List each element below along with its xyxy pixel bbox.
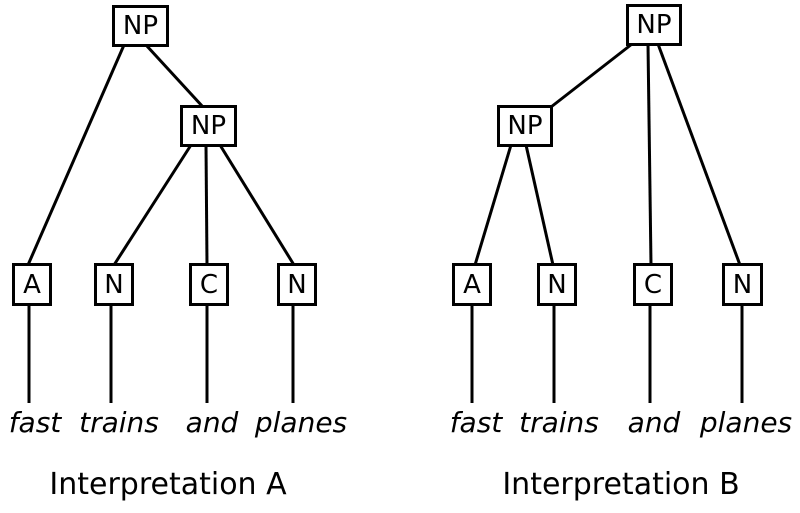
leaf-word-planes: planes: [699, 406, 793, 439]
leaf-word-and: and: [627, 406, 681, 439]
leaf-word-planes: planes: [254, 406, 348, 439]
tree-node-b-np-root: NP: [626, 4, 682, 46]
tree-branch-b-np-inner-to-b-a: [473, 144, 513, 266]
tree-branch-a-np-inner-to-a-n1: [112, 144, 193, 266]
tree-node-b-n2: N: [722, 263, 763, 306]
tree-caption-b: Interpretation B: [502, 467, 740, 502]
tree-node-a-a: A: [12, 263, 52, 306]
tree-node-a-c: C: [189, 263, 229, 306]
tree-branch-a-np-inner-to-a-c: [204, 144, 209, 266]
leaf-word-and: and: [185, 406, 239, 439]
leaf-word-trains: trains: [79, 406, 159, 439]
tree-node-a-np-root: NP: [112, 5, 169, 47]
leaf-word-fast: fast: [449, 406, 503, 439]
tree-node-b-n1: N: [537, 263, 577, 306]
tree-caption-a: Interpretation A: [49, 467, 287, 502]
leaf-word-trains: trains: [519, 406, 599, 439]
tree-node-a-np-inner: NP: [180, 105, 237, 147]
leaf-word-fast: fast: [8, 406, 62, 439]
tree-node-a-n1: N: [94, 263, 134, 306]
tree-node-a-n2: N: [277, 263, 317, 306]
tree-branch-a-np-root-to-a-np-inner: [144, 43, 205, 109]
tree-branch-b-np-inner-to-b-n1: [524, 144, 555, 266]
tree-branch-b-np-root-to-b-n2: [656, 43, 742, 266]
tree-node-b-np-inner: NP: [497, 105, 553, 147]
tree-branch-b-np-root-to-b-c: [646, 43, 653, 266]
tree-branch-a-np-inner-to-a-n2: [218, 144, 296, 266]
tree-node-b-a: A: [452, 263, 492, 306]
tree-node-b-c: C: [633, 263, 673, 306]
tree-branch-b-np-root-to-b-np-inner: [550, 42, 633, 109]
tree-branch-a-np-root-to-a-a: [26, 44, 126, 266]
